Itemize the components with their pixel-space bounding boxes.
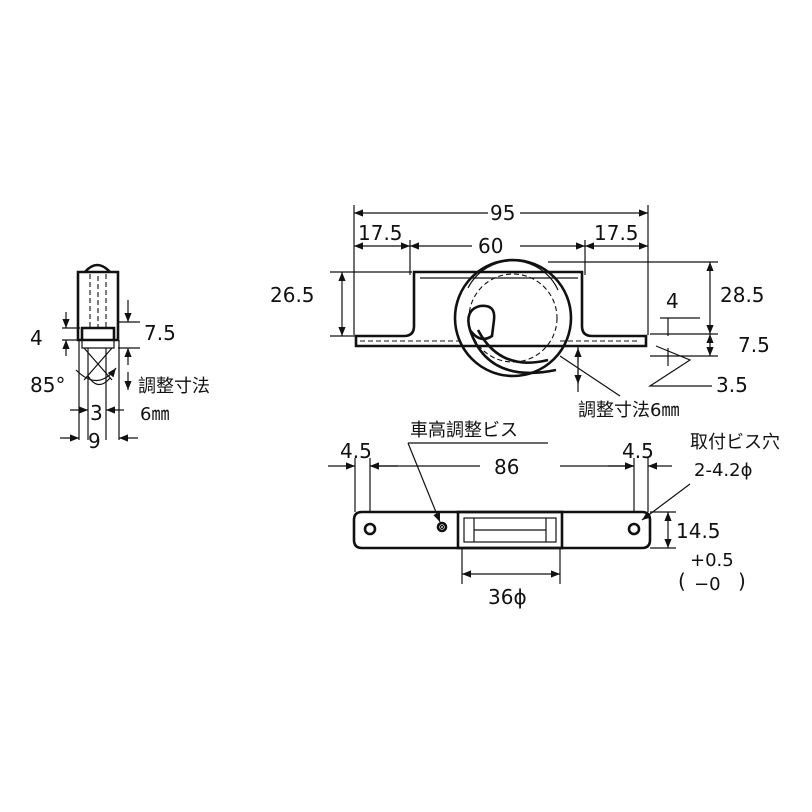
bottom-wheel-slot	[456, 510, 564, 550]
front-adjust-label: 調整寸法6㎜	[578, 400, 679, 421]
tolerance-paren-open: (	[678, 569, 686, 593]
bottom-dim-4-5-left: 4.5	[340, 439, 372, 463]
front-dim-7-5: 7.5	[738, 333, 770, 357]
side-wheel-top	[84, 263, 111, 273]
side-adjust-value: 6㎜	[140, 404, 169, 425]
bottom-height-screw-label: 車高調整ビス	[410, 420, 518, 441]
side-view: 4 7.5 85° 調整寸法 6㎜ 3 9	[30, 263, 210, 453]
side-body-outline	[76, 270, 120, 342]
side-adjust-label: 調整寸法	[138, 376, 210, 397]
height-adjust-screw	[436, 521, 448, 533]
bottom-tol-plus: +0.5	[690, 550, 734, 571]
mount-hole-left	[363, 522, 377, 536]
side-dim-4: 4	[30, 326, 43, 350]
bottom-dim-14-5: 14.5	[676, 519, 721, 543]
side-dim-3: 3	[90, 401, 103, 425]
front-dim-17-5-left: 17.5	[358, 221, 403, 245]
front-dim-28-5: 28.5	[720, 283, 765, 307]
front-bracket	[354, 270, 648, 348]
front-dim-4: 4	[666, 289, 679, 313]
front-wheel	[453, 258, 573, 378]
bottom-dim-36: 36ϕ	[488, 585, 527, 609]
side-dim-7-5: 7.5	[144, 321, 176, 345]
front-dim-3-5: 3.5	[716, 373, 748, 397]
bottom-tol-minus: −0	[694, 574, 721, 595]
bottom-dim-4-5-right: 4.5	[622, 439, 654, 463]
front-view: 95 17.5 60 17.5 26.5 28.5	[270, 201, 770, 421]
front-dim-17-5-right: 17.5	[594, 221, 639, 245]
side-angle: 85°	[30, 373, 65, 397]
bottom-view: 車高調整ビス 取付ビス穴 2-4.2ϕ 4.5 86 4.5	[328, 420, 780, 609]
front-dim-60: 60	[478, 234, 503, 258]
bottom-mount-hole-label: 取付ビス穴	[690, 432, 780, 453]
side-dim-9: 9	[88, 429, 101, 453]
tolerance-paren-close: )	[738, 569, 746, 593]
bottom-plate	[352, 510, 652, 550]
front-dim-26-5: 26.5	[270, 283, 315, 307]
mount-hole-right	[627, 522, 641, 536]
bottom-dim-86: 86	[494, 455, 519, 479]
front-dim-95: 95	[490, 201, 515, 225]
bottom-mount-hole-spec: 2-4.2ϕ	[694, 460, 752, 481]
